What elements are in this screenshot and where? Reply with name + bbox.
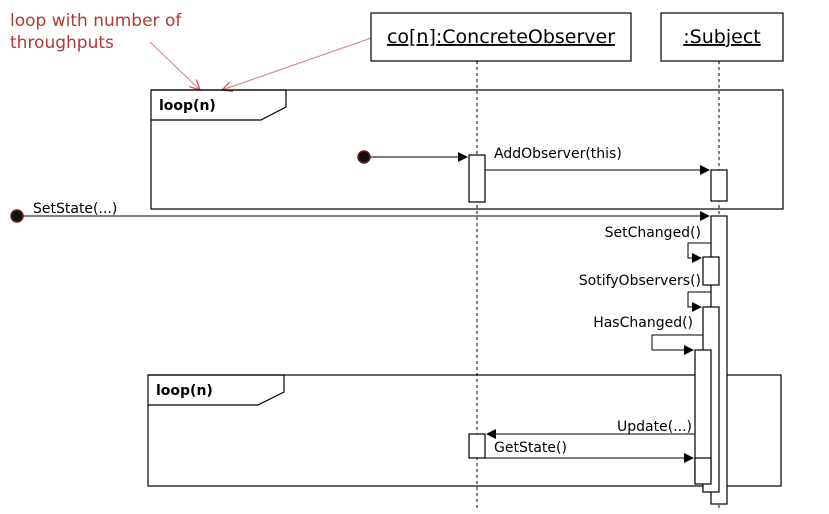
message-update-label: Update(...) <box>617 419 692 435</box>
start-dot-setstate <box>10 209 24 223</box>
message-notify-observers <box>687 291 711 312</box>
start-dot-add <box>357 150 371 164</box>
subject-activation-setchanged <box>702 256 720 286</box>
loop-frame-top <box>150 89 784 210</box>
observer-activation-2 <box>468 433 486 459</box>
subject-activation-add <box>710 169 728 202</box>
loop-frame-bottom-tab <box>148 374 285 406</box>
note-line-1: loop with number of <box>10 11 182 31</box>
loop-frame-bottom <box>147 374 782 487</box>
subject-lifeline-title: :Subject <box>683 26 760 48</box>
observer-lifeline-head <box>370 12 632 62</box>
subject-lifeline-head <box>660 12 784 62</box>
message-has-changed-label: HasChanged() <box>593 315 693 331</box>
loop-frame-bottom-label: loop(n) <box>156 383 213 399</box>
observer-lifeline-title: co[n]:ConcreteObserver <box>387 26 615 48</box>
observer-activation-1 <box>468 154 486 203</box>
message-has-changed <box>651 334 703 355</box>
message-notify-observers-label: SotifyObservers() <box>579 273 701 289</box>
message-set-changed-label: SetChanged() <box>605 225 701 241</box>
note-pointer-1 <box>149 41 200 90</box>
subject-activation-getstate <box>694 457 712 485</box>
message-get-state-label: GetState() <box>494 440 567 456</box>
message-set-changed <box>687 242 711 263</box>
message-set-state-label: SetState(...) <box>33 201 117 217</box>
note-line-2: throughputs <box>10 33 114 53</box>
message-add-observer-label: AddObserver(this) <box>494 146 622 162</box>
note-pointer-2 <box>222 27 401 90</box>
loop-frame-top-label: loop(n) <box>159 98 216 114</box>
loop-frame-top-tab <box>151 89 287 121</box>
